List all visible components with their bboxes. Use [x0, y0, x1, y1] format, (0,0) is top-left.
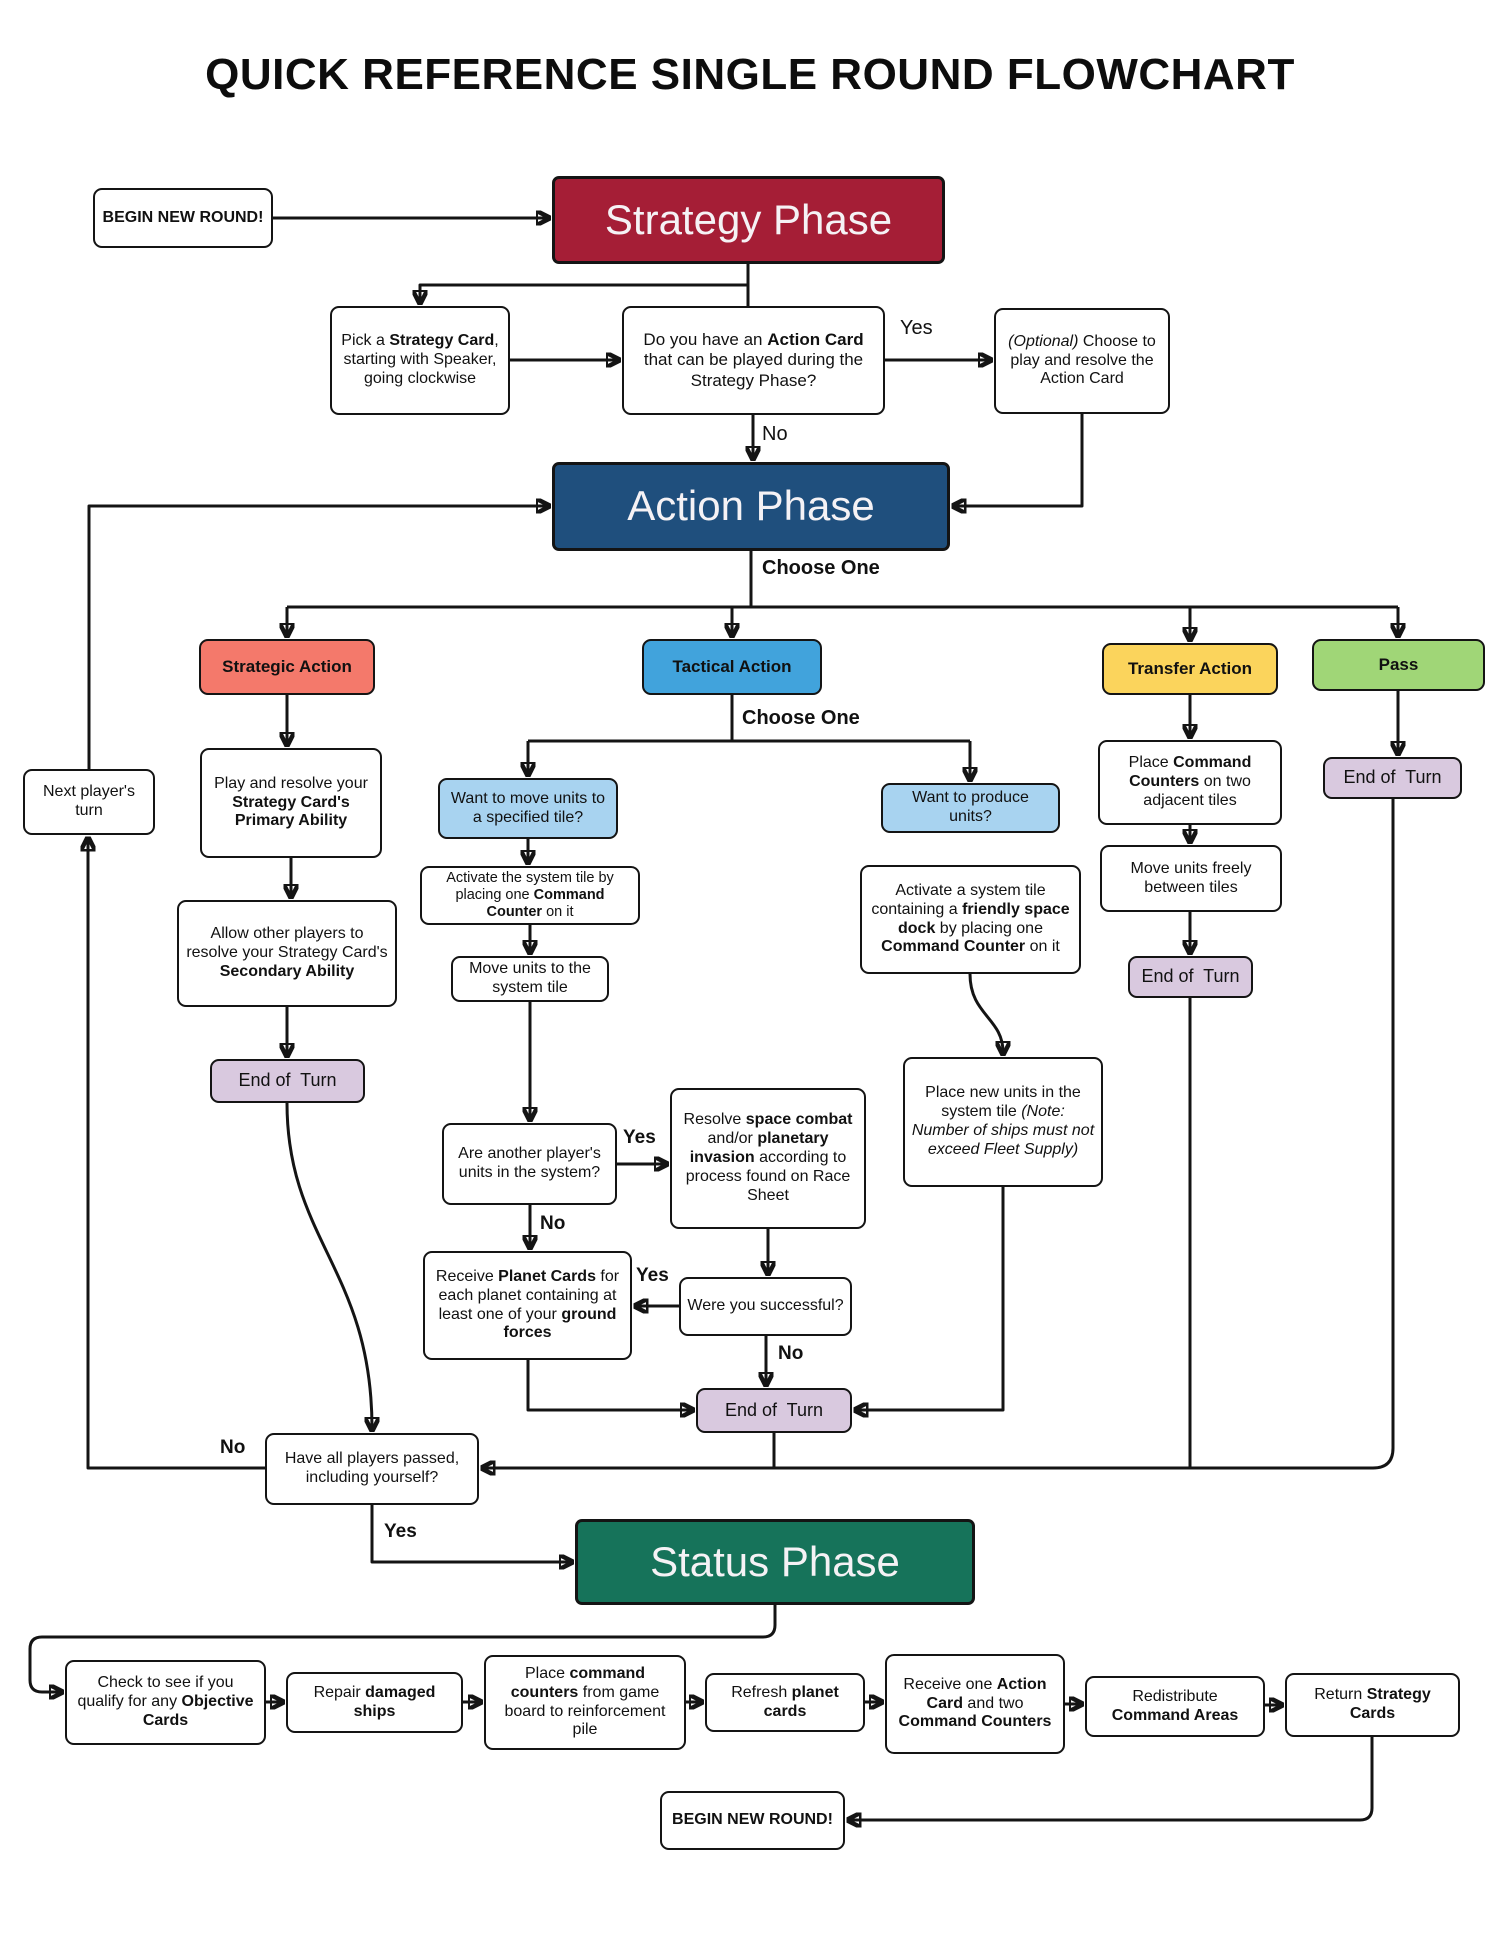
node-want-move-units: Want to move units to a specified tile?	[438, 778, 618, 839]
node-end-of-turn-central: End of Turn	[696, 1388, 852, 1433]
node-repair-ships: Repair damaged ships	[286, 1672, 463, 1733]
node-have-all-passed: Have all players passed, including yours…	[265, 1433, 479, 1505]
node-next-player-turn: Next player's turn	[23, 769, 155, 835]
node-action-phase: Action Phase	[552, 462, 950, 551]
edge-label-no-units-in-system: No	[540, 1213, 566, 1234]
node-activate-space-dock: Activate a system tile containing a frie…	[860, 865, 1081, 974]
node-resolve-combat: Resolve space combat and/or planetary in…	[670, 1088, 866, 1229]
edge-label-yes-units-in-system: Yes	[623, 1127, 656, 1148]
node-begin-new-round-top: BEGIN NEW ROUND!	[93, 188, 273, 248]
node-want-produce-units: Want to produce units?	[881, 783, 1060, 833]
edge-label-no-successful: No	[778, 1343, 804, 1364]
edge-label-yes-action-card: Yes	[900, 317, 933, 339]
node-pick-strategy-card: Pick a Strategy Card, starting with Spea…	[330, 306, 510, 415]
node-receive-planet-cards: Receive Planet Cards for each planet con…	[423, 1251, 632, 1360]
node-redistribute-command: Redistribute Command Areas	[1085, 1676, 1265, 1737]
node-place-command-counters: Place Command Counters on two adjacent t…	[1098, 740, 1282, 825]
edge-label-choose-one-action: Choose One	[762, 557, 880, 579]
node-refresh-planet-cards: Refresh planet cards	[705, 1673, 865, 1732]
edge-label-yes-successful: Yes	[636, 1265, 669, 1286]
node-status-phase: Status Phase	[575, 1519, 975, 1605]
node-pass: Pass	[1312, 639, 1485, 691]
node-action-card-question: Do you have an Action Card that can be p…	[622, 306, 885, 415]
node-activate-system-tile: Activate the system tile by placing one …	[420, 866, 640, 925]
node-return-strategy-cards: Return Strategy Cards	[1285, 1673, 1460, 1737]
node-receive-action-command: Receive one Action Card and two Command …	[885, 1654, 1065, 1754]
edge-label-yes-all-passed: Yes	[384, 1521, 417, 1542]
node-tactical-action: Tactical Action	[642, 639, 822, 695]
node-allow-secondary-ability: Allow other players to resolve your Stra…	[177, 900, 397, 1007]
page-title: QUICK REFERENCE SINGLE ROUND FLOWCHART	[205, 50, 1295, 99]
node-place-new-units: Place new units in the system tile (Note…	[903, 1057, 1103, 1187]
node-end-of-turn-strategic: End of Turn	[210, 1059, 365, 1103]
node-end-of-turn-pass: End of Turn	[1323, 757, 1462, 799]
node-strategic-action: Strategic Action	[199, 639, 375, 695]
node-move-units-freely: Move units freely between tiles	[1100, 845, 1282, 912]
node-were-you-successful: Were you successful?	[679, 1277, 852, 1336]
node-optional-action-card: (Optional) Choose to play and resolve th…	[994, 308, 1170, 414]
edge-label-choose-one-tactical: Choose One	[742, 707, 860, 729]
edge-label-no-action-card: No	[762, 423, 788, 445]
node-begin-new-round-bottom: BEGIN NEW ROUND!	[660, 1791, 845, 1850]
node-place-counters-board: Place command counters from game board t…	[484, 1655, 686, 1750]
node-play-primary-ability: Play and resolve your Strategy Card's Pr…	[200, 748, 382, 858]
node-check-objectives: Check to see if you qualify for any Obje…	[65, 1660, 266, 1745]
node-strategy-phase: Strategy Phase	[552, 176, 945, 264]
node-transfer-action: Transfer Action	[1102, 643, 1278, 695]
node-another-players-units: Are another player's units in the system…	[442, 1123, 617, 1205]
node-move-units-to-tile: Move units to the system tile	[451, 956, 609, 1002]
node-end-of-turn-transfer: End of Turn	[1128, 956, 1253, 998]
edge-label-no-all-passed: No	[220, 1437, 246, 1458]
